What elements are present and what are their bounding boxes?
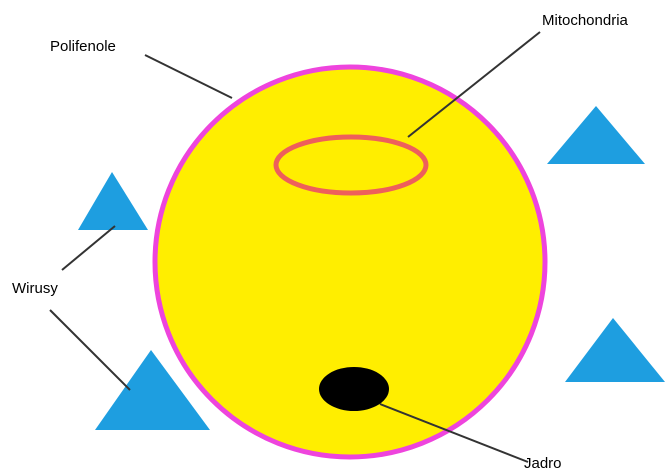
polifenole-leader-line [145, 55, 232, 98]
polifenole-label: Polifenole [50, 38, 116, 56]
virus-triangle [78, 172, 148, 230]
virus-triangle [565, 318, 665, 382]
jadro-label: Jadro [524, 455, 562, 473]
virus-triangle [547, 106, 645, 164]
mitochondria-label: Mitochondria [542, 12, 628, 30]
wirusy-leader-line-upper [62, 226, 115, 270]
nucleus [319, 367, 389, 411]
wirusy-leader-line-lower [50, 310, 130, 390]
wirusy-label: Wirusy [12, 280, 58, 298]
